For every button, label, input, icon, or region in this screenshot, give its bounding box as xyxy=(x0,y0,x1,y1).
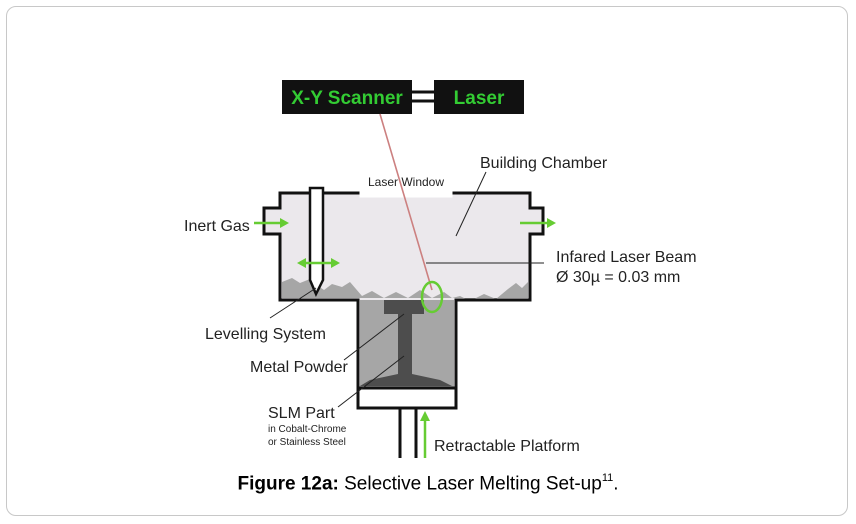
levelling-blade xyxy=(308,186,325,297)
levelling-system-label: Levelling System xyxy=(205,326,326,343)
slm-material-label-1: in Cobalt-Chrome xyxy=(268,424,347,435)
inert-gas-label: Inert Gas xyxy=(184,218,250,235)
laser-beam-label: Infared Laser Beam xyxy=(556,249,697,266)
laser-window xyxy=(359,187,453,198)
laser-label: Laser xyxy=(454,88,505,109)
caption-label: Figure 12a: xyxy=(237,473,339,495)
xy-scanner-label: X-Y Scanner xyxy=(291,88,403,109)
gas-inlet-arrow-icon xyxy=(254,218,289,228)
levelling-motion-arrow-icon xyxy=(297,258,340,268)
caption-reference: 11 xyxy=(601,472,614,484)
build-platform xyxy=(356,386,458,410)
powder-bed xyxy=(282,278,528,301)
leader-lines xyxy=(269,171,544,408)
retractable-platform-label: Retractable Platform xyxy=(434,438,580,455)
laser-beam xyxy=(379,113,433,291)
caption-end: . xyxy=(613,473,619,495)
slm-part-label: SLM Part xyxy=(268,405,335,422)
xy-scanner-box xyxy=(282,80,412,114)
laser-window-label: Laser Window xyxy=(368,175,444,189)
laser-box xyxy=(434,80,524,114)
laser-beam-diameter-label: Ø 30µ = 0.03 mm xyxy=(556,269,680,286)
gas-outlet-arrow-icon xyxy=(520,218,556,228)
slm-part-shape xyxy=(360,300,452,386)
caption-text: Selective Laser Melting Set-up xyxy=(338,473,602,495)
building-chamber-fill xyxy=(264,193,543,388)
platform-up-arrow-icon xyxy=(420,411,430,458)
melt-spot-icon xyxy=(420,280,444,314)
figure-caption: Figure 12a: Selective Laser Melting Set-… xyxy=(0,472,856,495)
metal-powder-label: Metal Powder xyxy=(250,359,348,376)
building-chamber-label: Building Chamber xyxy=(480,155,608,172)
slm-material-label-2: or Stainless Steel xyxy=(268,437,346,448)
